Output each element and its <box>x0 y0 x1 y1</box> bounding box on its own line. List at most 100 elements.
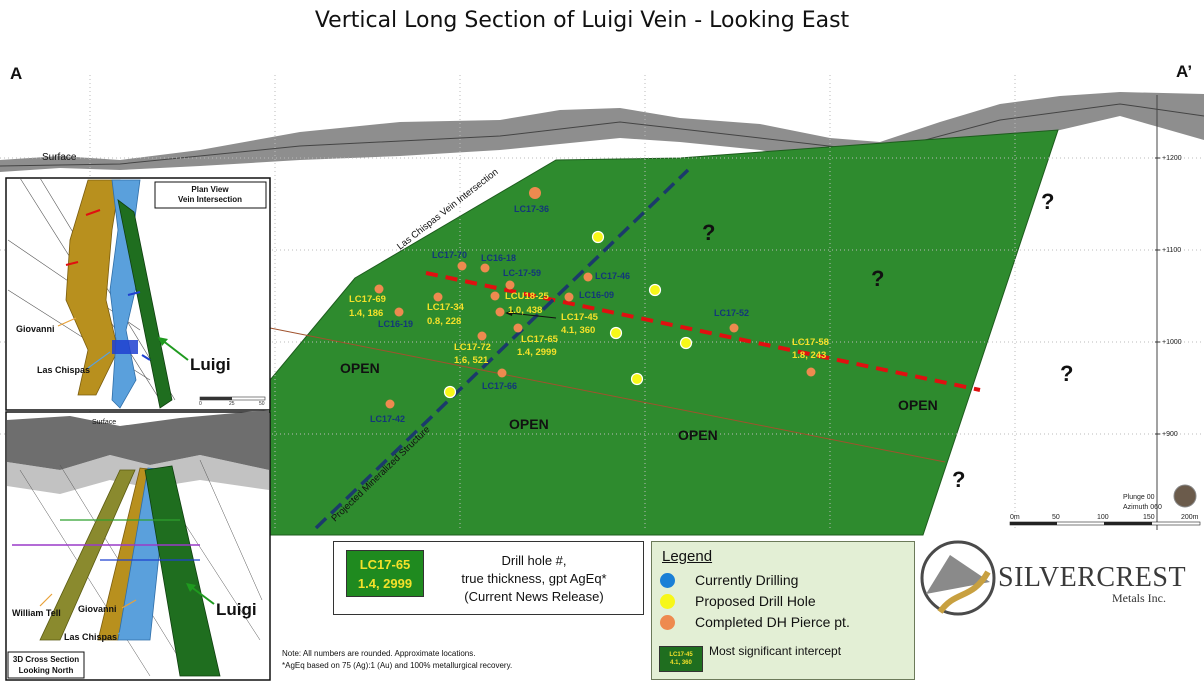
question-mark: ? <box>1060 361 1073 386</box>
pierce-point-lc17-59[interactable] <box>505 280 515 290</box>
proposed-drill-hole[interactable] <box>609 326 623 340</box>
azimuth-label: Azimuth 060 <box>1123 504 1162 511</box>
pierce-point-lc17-45[interactable] <box>495 307 505 317</box>
pierce-point-lc17-72[interactable] <box>477 331 487 341</box>
question-mark: ? <box>1041 189 1054 214</box>
cross-las-chispas-label: Las Chispas <box>64 632 117 642</box>
cross-section-title: 3D Cross Section <box>13 655 79 664</box>
proposed-drill-hole[interactable] <box>591 230 605 244</box>
pierce-point-lc17-52[interactable] <box>729 323 739 333</box>
drill-hole-id: LC17-45 <box>561 312 599 323</box>
drill-hole-id: LC16-18 <box>481 253 516 263</box>
pierce-point-lc17-70[interactable] <box>457 261 467 271</box>
scale-tick: 150 <box>1143 514 1155 521</box>
pierce-point-lc17-36[interactable] <box>529 187 541 199</box>
pierce-point-lcu18-25[interactable] <box>490 291 500 301</box>
drill-hole-id: LC17-65 <box>521 334 559 345</box>
drill-cluster <box>112 340 138 354</box>
giovanni-vein-shape <box>65 179 121 396</box>
luigi-vein-shape <box>117 199 173 409</box>
structure-contact-line <box>269 327 946 463</box>
pierce-point-lc17-69[interactable] <box>374 284 384 294</box>
blue-dot-icon <box>660 572 675 588</box>
scale-tick: 0m <box>1010 514 1020 521</box>
proposed-drill-hole[interactable] <box>630 372 644 386</box>
callout-arrow <box>509 312 557 319</box>
key-desc-line: true thickness, gpt AgEq* <box>461 571 607 586</box>
drill-hole-value: 0.8, 228 <box>427 316 461 327</box>
plan-scale-tick: 50 <box>259 401 265 407</box>
pierce-point-lc17-46[interactable] <box>583 272 593 282</box>
footnotes: Note: All numbers are rounded. Approxima… <box>282 648 512 672</box>
pierce-point-lc17-42[interactable] <box>385 399 395 409</box>
open-label: OPEN <box>898 397 938 413</box>
legend-item-label: Proposed Drill Hole <box>695 593 816 609</box>
drill-hole-id: LC17-69 <box>349 294 386 305</box>
drill-hole-value: 1.4, 2999 <box>517 347 557 358</box>
william-tell-vein-shape <box>39 469 136 641</box>
legend-item-currently-drilling: Currently Drilling <box>660 570 798 590</box>
cross-luigi-vein-shape <box>144 465 221 677</box>
orientation-globe-icon <box>1173 484 1197 508</box>
cross-section-inset: Surface William Tell Giovanni Las Chispa… <box>5 410 271 681</box>
plan-view-inset: Plan View Vein Intersection Giovanni Las… <box>5 177 271 411</box>
proposed-drill-hole[interactable] <box>648 283 662 297</box>
drill-hole-id: LC17-46 <box>595 271 630 281</box>
question-mark: ? <box>952 467 965 492</box>
drill-hole-id: LC17-58 <box>792 337 829 348</box>
proposed-drill-holes <box>443 230 693 399</box>
scale-tick: 50 <box>1052 514 1060 521</box>
plunge-label: Plunge 00 <box>1123 494 1155 501</box>
scale-tick: 100 <box>1097 514 1109 521</box>
page-title: Vertical Long Section of Luigi Vein - Lo… <box>314 8 850 33</box>
legend-item-completed: Completed DH Pierce pt. <box>660 612 850 632</box>
note-line: *AgEq based on 75 (Ag):1 (Au) and 100% m… <box>282 661 513 670</box>
key-sample-id: LC17-65 <box>359 557 411 572</box>
cross-section-terrain <box>7 410 269 470</box>
elevation-tick-label: +1100 <box>1162 247 1181 254</box>
drill-hole-value: 1.6, 521 <box>454 355 489 366</box>
silvercrest-logo-mark <box>920 540 996 616</box>
pierce-point-lc17-58[interactable] <box>806 367 816 377</box>
cross-giovanni-label: Giovanni <box>78 604 117 614</box>
yellow-dot-icon <box>660 593 675 609</box>
drill-hole-value: 4.1, 360 <box>561 325 595 336</box>
drill-hole-id: LC17-70 <box>432 250 467 260</box>
legend-item-label: Currently Drilling <box>695 572 799 588</box>
question-mark: ? <box>871 266 884 291</box>
proposed-drill-hole[interactable] <box>443 385 457 399</box>
legend-item-label: Completed DH Pierce pt. <box>695 614 850 630</box>
pierce-point-lc16-18[interactable] <box>480 263 490 273</box>
drill-hole-id: LC17-66 <box>482 381 517 391</box>
plan-view-title: Plan View <box>191 185 229 194</box>
elevation-tick-label: +1200 <box>1162 155 1182 162</box>
cross-luigi-label: Luigi <box>216 600 257 619</box>
pierce-point-lc17-34[interactable] <box>433 292 443 302</box>
surface-label: Surface <box>42 152 77 163</box>
pierce-point-lc16-09[interactable] <box>564 292 574 302</box>
luigi-label: Luigi <box>190 355 231 374</box>
giovanni-label: Giovanni <box>16 324 55 334</box>
drill-hole-value: 1.4, 186 <box>349 308 383 319</box>
elevation-tick-label: +1000 <box>1162 339 1182 346</box>
orange-dot-icon <box>660 614 675 630</box>
drill-hole-id: LC17-34 <box>427 302 465 313</box>
section-end-label: A’ <box>1176 62 1193 81</box>
swatch-id: LC17-45 <box>669 652 693 658</box>
swatch-value: 4.1, 360 <box>670 660 692 666</box>
projected-structure-line <box>314 168 690 530</box>
drill-hole-value: 1.8, 243 <box>792 350 826 361</box>
key-desc-line: Drill hole #, <box>501 553 567 568</box>
drill-hole-labels: LC17-36 LC17-70 LC16-18 LC-17-59 LC17-46… <box>349 204 829 424</box>
pierce-point-lc16-19[interactable] <box>394 307 404 317</box>
scale-tick: 200m <box>1181 514 1199 521</box>
key-description: Drill hole #, true thickness, gpt AgEq* … <box>434 552 634 606</box>
open-label: OPEN <box>678 427 718 443</box>
pierce-point-lc17-65[interactable] <box>513 323 523 333</box>
question-mark: ? <box>702 220 715 245</box>
high-grade-trend-line <box>425 271 981 392</box>
proposed-drill-hole[interactable] <box>679 336 693 350</box>
pierce-point-lc17-66[interactable] <box>497 368 507 378</box>
key-desc-line: (Current News Release) <box>464 589 604 604</box>
